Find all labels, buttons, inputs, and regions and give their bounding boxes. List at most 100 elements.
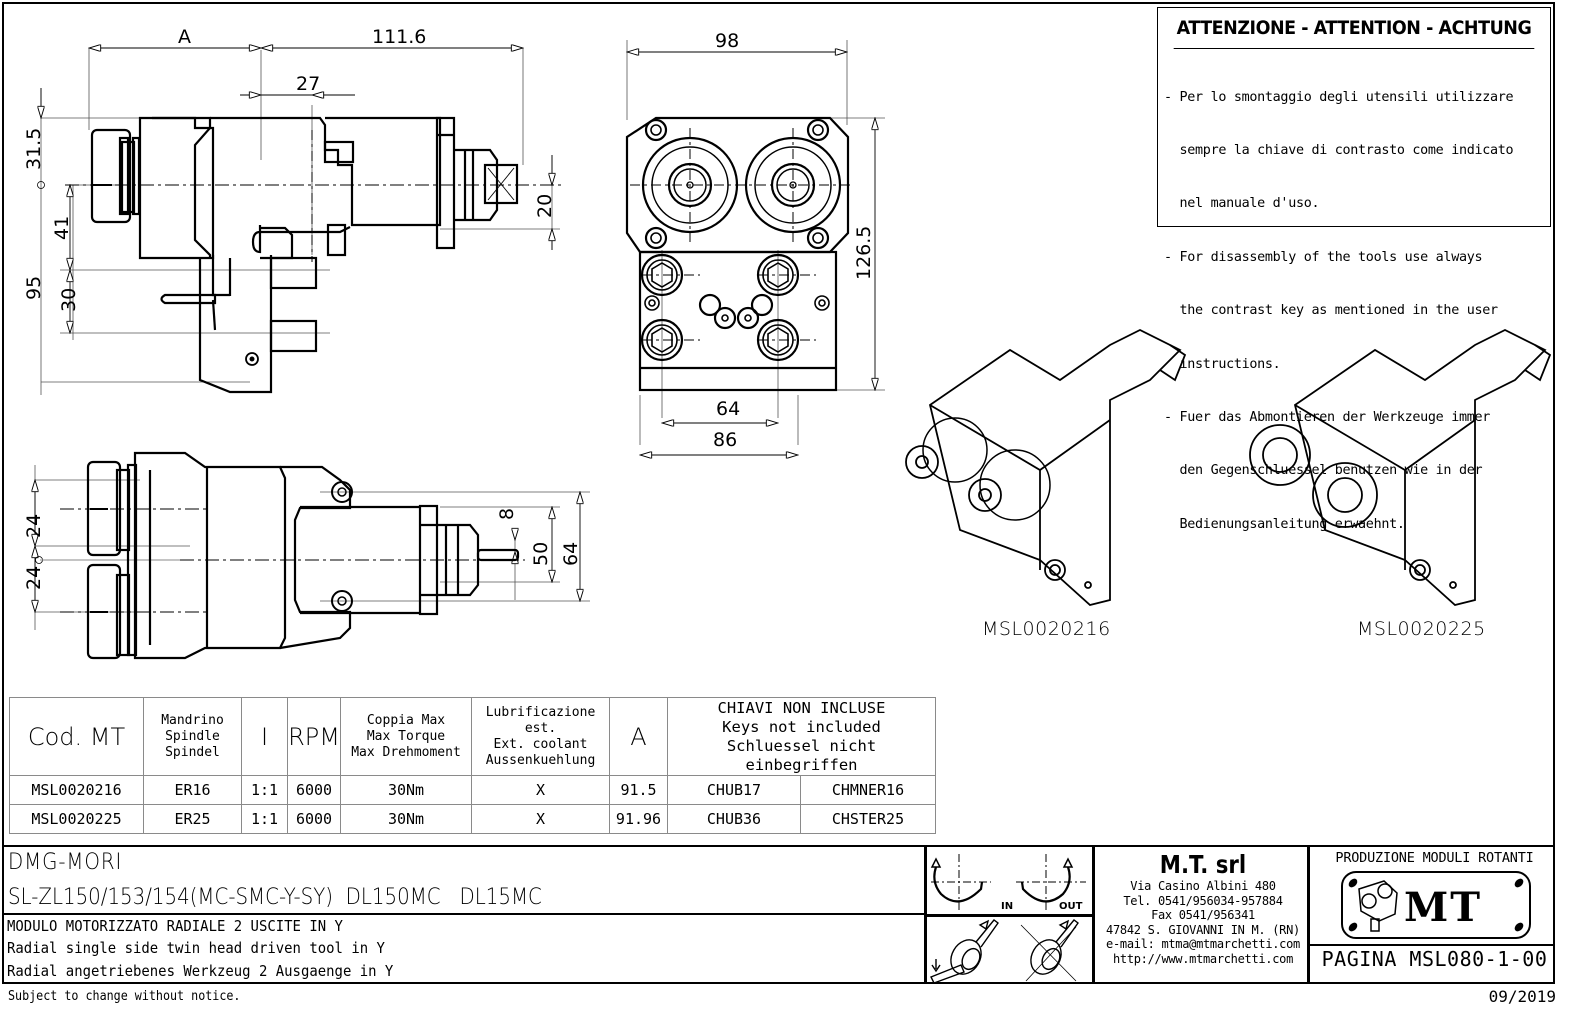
dim-98: 98: [715, 30, 739, 52]
company-address: Via Casino Albini 480: [1130, 879, 1276, 893]
warning-line: den Gegenschluessel benutzen wie in der: [1164, 463, 1483, 479]
dim-30: 30: [58, 288, 80, 312]
cell-code: MSL0020225: [9, 804, 144, 834]
header-code: Cod. MT: [9, 697, 144, 776]
warning-line: Bedienungsanleitung erwaehnt.: [1164, 516, 1405, 532]
correct-wrench-icon: [930, 919, 999, 983]
header-a: A: [609, 697, 668, 776]
table-row: MSL0020225 ER25 1:1 6000 30Nm X 91.96 CH…: [9, 804, 936, 834]
cell-coolant: X: [471, 775, 610, 805]
warning-line: instructions.: [1164, 356, 1281, 372]
iso-label-msl0020216: MSL0020216: [982, 618, 1111, 640]
cell-key2: CHMNER16: [800, 775, 936, 805]
company-info: M.T. srl Via Casino Albini 480 Tel. 0541…: [1097, 847, 1309, 966]
dim-27: 27: [296, 73, 320, 95]
cell-key1: CHUB17: [667, 775, 801, 805]
cell-rpm: 6000: [287, 804, 341, 834]
header-keys: CHIAVI NON INCLUSE Keys not included Sch…: [667, 697, 936, 776]
cell-code: MSL0020216: [9, 775, 144, 805]
table-row: MSL0020216 ER16 1:1 6000 30Nm X 91.5 CHU…: [9, 775, 936, 805]
machine-models: SL-ZL150/153/154(MC-SMC-Y-SY) DL150MC DL…: [8, 885, 542, 910]
rotation-out-icon: [1020, 866, 1071, 903]
mt-logo: MT: [1341, 871, 1531, 939]
iso-label-msl0020225: MSL0020225: [1357, 618, 1486, 640]
warning-box: ATTENZIONE - ATTENTION - ACHTUNG - Per l…: [1157, 7, 1551, 532]
company-name: M.T. srl: [1159, 850, 1247, 879]
warning-line: - Fuer das Abmontieren der Werkzeuge imm…: [1164, 409, 1490, 425]
divider: [924, 914, 1094, 917]
wrench-usage-icons: [930, 919, 1079, 983]
cell-a: 91.5: [609, 775, 668, 805]
spec-table: Cod. MT Mandrino Spindle Spindel I RPM C…: [9, 697, 936, 834]
cell-ratio: 1:1: [241, 804, 288, 834]
dim-24-lower: 24: [23, 566, 45, 590]
warning-title: ATTENZIONE - ATTENTION - ACHTUNG: [1173, 8, 1535, 49]
cell-rpm: 6000: [287, 775, 341, 805]
warning-line: nel manuale d'uso.: [1164, 196, 1320, 212]
dim-24-upper: 24: [23, 514, 45, 538]
header-spindle: Mandrino Spindle Spindel: [143, 697, 242, 776]
iso-view-msl0020225: [1249, 328, 1552, 606]
header-rpm: RPM: [287, 697, 341, 776]
spec-table-header: Cod. MT Mandrino Spindle Spindel I RPM C…: [9, 697, 936, 776]
cell-ratio: 1:1: [241, 775, 288, 805]
warning-line: sempre la chiave di contrasto come indic…: [1164, 142, 1514, 158]
dim-64-top: 64: [560, 542, 582, 566]
product-line: PRODUZIONE MODULI ROTANTI: [1335, 850, 1534, 866]
divider: [1307, 847, 1310, 984]
header-coolant: Lubrificazione est. Ext. coolant Aussenk…: [471, 697, 610, 776]
divider: [1307, 944, 1555, 946]
company-email[interactable]: e-mail: mtma@mtmarchetti.com: [1106, 937, 1300, 951]
footer-notice: Subject to change without notice.: [8, 989, 241, 1004]
dim-41: 41: [51, 216, 73, 240]
rotation-in-label: IN: [1001, 901, 1013, 912]
side-view: [37, 48, 562, 395]
cell-spindle: ER25: [143, 804, 242, 834]
cell-coolant: X: [471, 804, 610, 834]
divider: [2, 913, 926, 915]
header-ratio: I: [241, 697, 288, 776]
rotation-out-label: OUT: [1059, 901, 1083, 912]
cell-spindle: ER16: [143, 775, 242, 805]
company-website[interactable]: http://www.mtmarchetti.com: [1112, 951, 1294, 966]
warning-line: - Per lo smontaggio degli utensili utili…: [1164, 89, 1514, 105]
warning-line: - For disassembly of the tools use alway…: [1164, 249, 1483, 265]
cell-torque: 30Nm: [340, 775, 472, 805]
company-tel: Tel. 0541/956034-957884: [1123, 893, 1283, 908]
front-view: [627, 40, 885, 455]
dim-8: 8: [496, 508, 518, 520]
top-view: [35, 451, 590, 660]
company-fax: Fax 0541/956341: [1151, 908, 1255, 922]
cell-torque: 30Nm: [340, 804, 472, 834]
footer-date: 09/2019: [1488, 987, 1556, 1006]
page-number: PAGINA MSL080-1-00: [1321, 947, 1548, 971]
cell-key1: CHUB36: [667, 804, 801, 834]
rotation-direction-icons: IN OUT: [930, 854, 1086, 912]
logo-text: MT: [1404, 884, 1482, 931]
title-block: DMG-MORI SL-ZL150/153/154(MC-SMC-Y-SY) D…: [2, 845, 1555, 984]
dim-31-5: 31.5: [23, 128, 45, 170]
dim-20: 20: [534, 194, 556, 218]
header-torque: Coppia Max Max Torque Max Drehmoment: [340, 697, 472, 776]
dim-95: 95: [23, 276, 45, 300]
incorrect-wrench-icon: [1020, 919, 1079, 982]
description-it: MODULO MOTORIZZATO RADIALE 2 USCITE IN Y: [7, 917, 343, 935]
warning-body: - Per lo smontaggio degli utensili utili…: [1158, 49, 1550, 569]
machine-brand: DMG-MORI: [8, 850, 123, 875]
company-city: 47842 S. GIOVANNI IN M. (RN): [1106, 922, 1300, 937]
dim-126-5: 126.5: [853, 226, 875, 280]
rotation-in-icon: [933, 866, 984, 903]
dim-86: 86: [713, 429, 737, 451]
cell-key2: CHSTER25: [800, 804, 936, 834]
warning-line: the contrast key as mentioned in the use…: [1164, 303, 1499, 319]
module-icon: [1358, 880, 1398, 932]
dim-111-6: 111.6: [372, 26, 426, 48]
divider: [1092, 847, 1095, 984]
description-en: Radial single side twin head driven tool…: [7, 939, 385, 957]
iso-view-msl0020216: [905, 328, 1187, 606]
dim-50: 50: [530, 542, 552, 566]
cell-a: 91.96: [609, 804, 668, 834]
drawing-frame: [2, 2, 1555, 984]
dim-64-front: 64: [716, 398, 740, 420]
